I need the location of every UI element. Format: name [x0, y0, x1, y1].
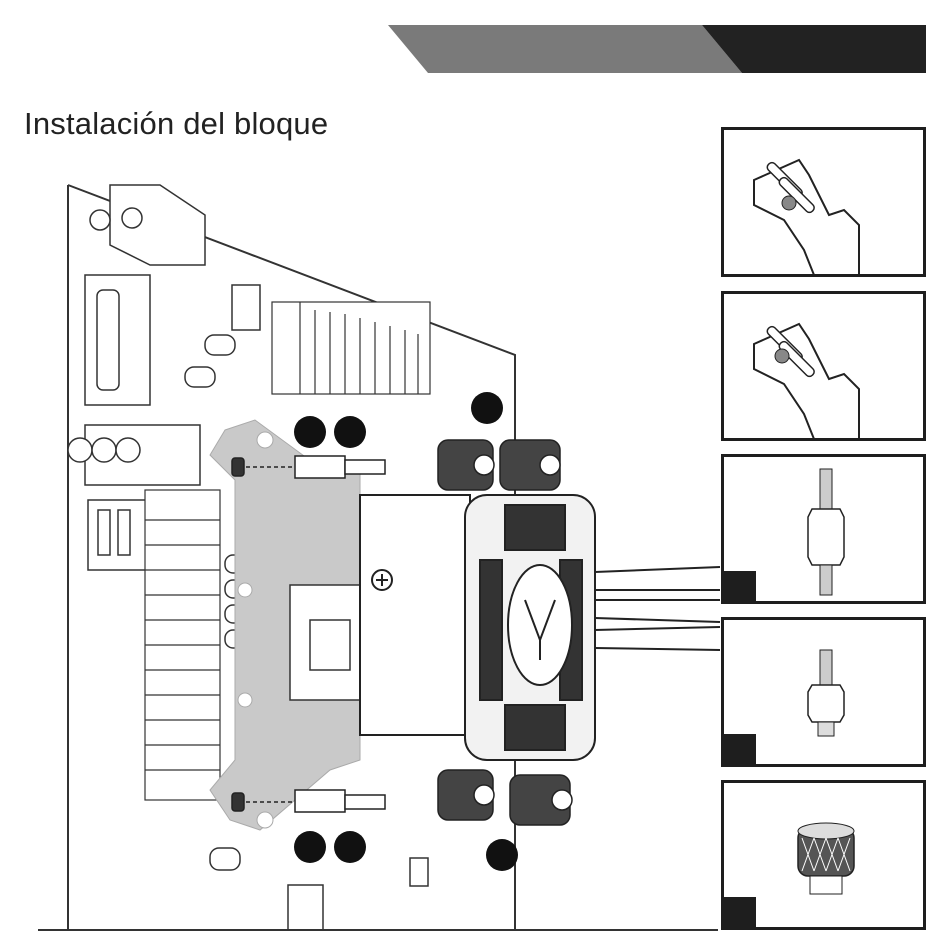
bracket-arm-icon — [724, 294, 924, 439]
page-title: Instalación del bloque — [24, 106, 328, 142]
detail-panel-bracket-b — [721, 291, 926, 441]
vrm-heatsink — [272, 302, 430, 394]
callout-dot — [334, 831, 366, 863]
bracket-arm-icon — [724, 130, 924, 275]
panel-tag — [724, 897, 756, 927]
callout-dot — [486, 839, 518, 871]
callout-dot — [471, 392, 503, 424]
callout-dot — [294, 831, 326, 863]
detail-panel-short-standoff — [721, 617, 926, 767]
detail-panel-thumb-nut — [721, 780, 926, 930]
header-band — [0, 0, 950, 80]
detail-panel-long-standoff — [721, 454, 926, 604]
panel-tag — [724, 734, 756, 764]
water-block — [360, 495, 595, 760]
detail-panel-bracket-a — [721, 127, 926, 277]
panel-tag — [724, 571, 756, 601]
chipset-heatsink — [145, 490, 220, 800]
callout-dot — [334, 416, 366, 448]
coolant-tubes — [595, 567, 720, 650]
callout-dot — [294, 416, 326, 448]
installation-diagram — [0, 150, 720, 951]
header-band-gray — [388, 25, 742, 73]
